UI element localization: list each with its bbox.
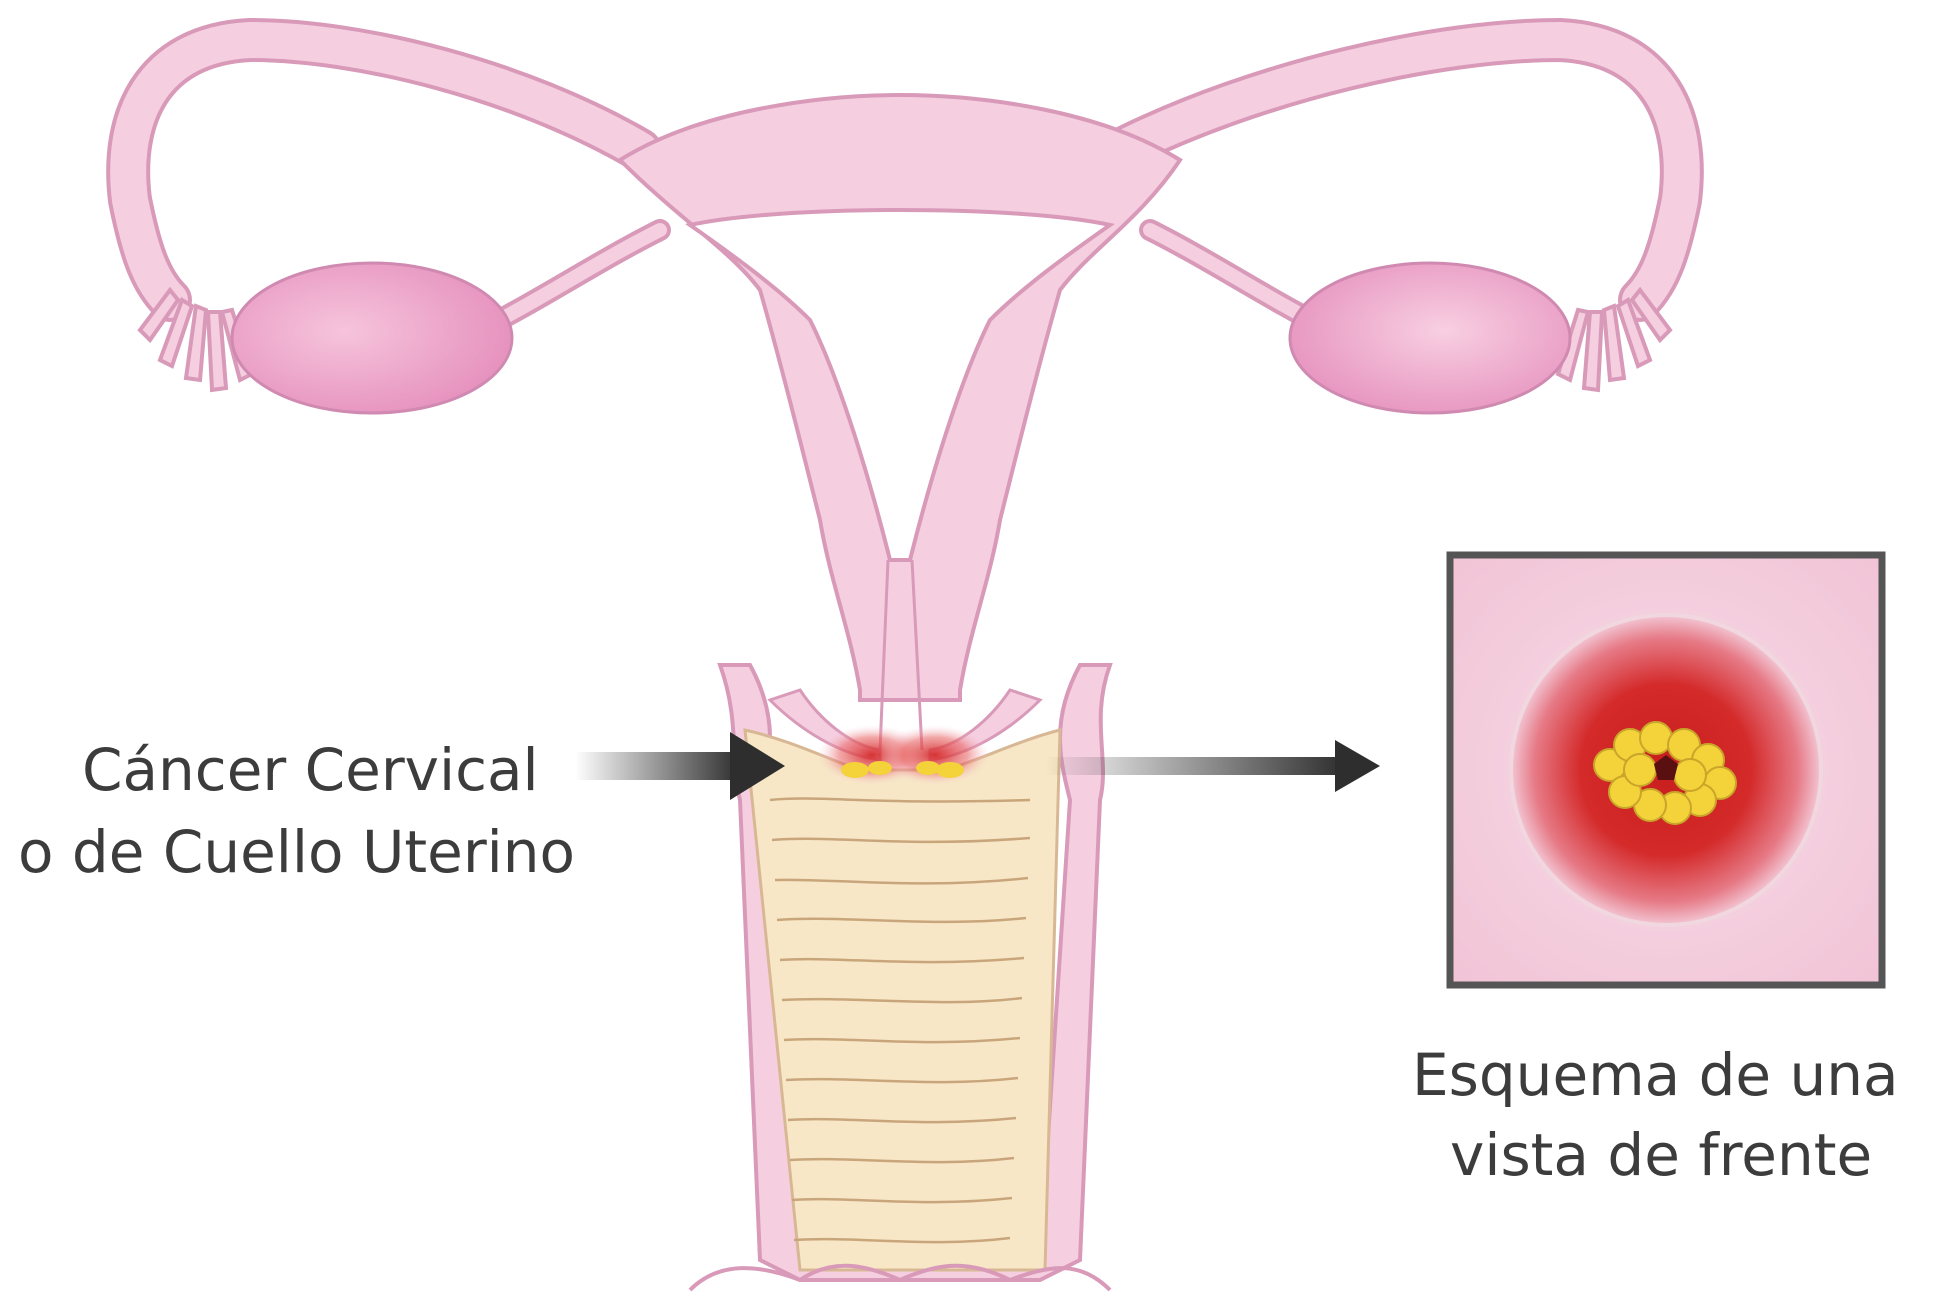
front-view-inset: [1450, 555, 1882, 985]
front-view-label-line2: vista de frente: [1450, 1121, 1872, 1189]
front-view-label-line1: Esquema de una: [1412, 1041, 1899, 1109]
ovary-left: [232, 263, 512, 413]
cancer-label-line2: o de Cuello Uterino: [18, 818, 575, 886]
uterine-cavity: [690, 210, 1110, 560]
cervical-lesion: [817, 725, 990, 785]
cancer-label-line1: Cáncer Cervical: [82, 736, 539, 804]
fallopian-tube-left: [128, 40, 640, 300]
fimbriae-right: [1558, 290, 1670, 390]
ovary-right: [1290, 263, 1570, 413]
